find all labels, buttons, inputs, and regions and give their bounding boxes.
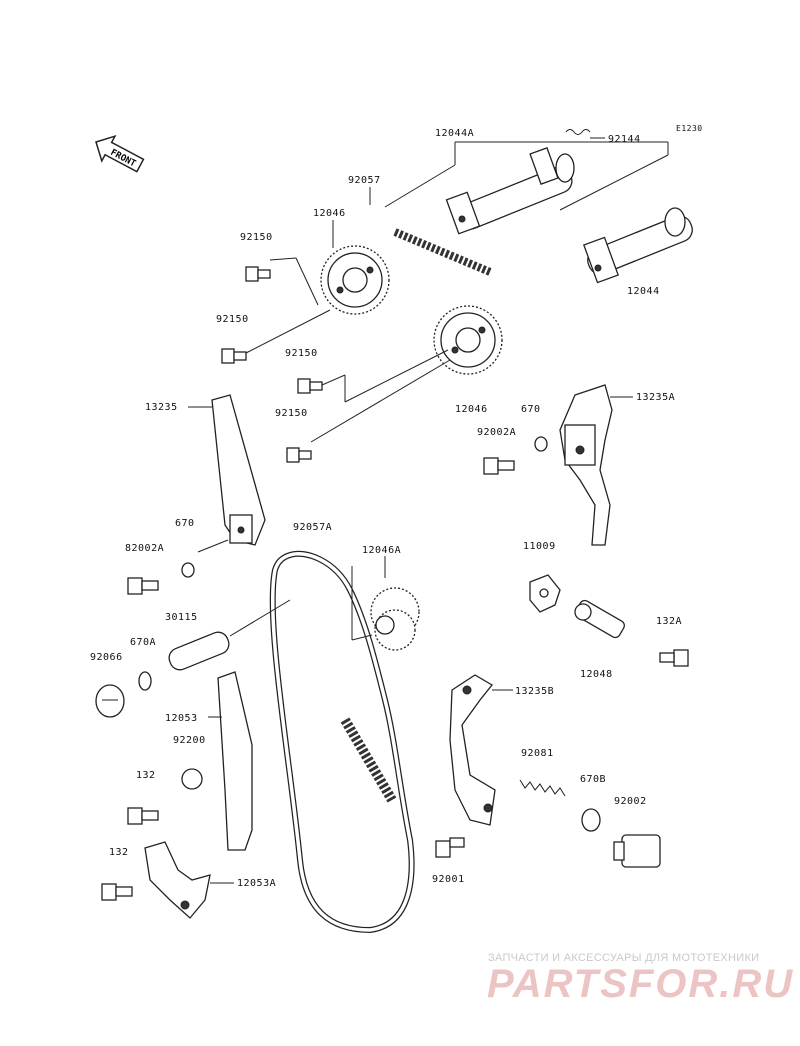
- sprocket-12046A: [370, 587, 420, 651]
- chain-guide-13235: [211, 394, 266, 546]
- cam-chain-92057A: [269, 550, 415, 934]
- bolt-92150-a: [245, 266, 271, 282]
- label-670B: 670B: [580, 774, 606, 785]
- label-12044A: 12044A: [435, 128, 474, 139]
- label-92081: 92081: [521, 748, 554, 759]
- bolt-92150-d: [286, 447, 312, 463]
- spring-92081: [519, 779, 566, 797]
- front-arrow-icon: FRONT: [95, 134, 145, 173]
- bolt-82002A: [127, 577, 159, 595]
- bolt-132-b: [101, 883, 133, 901]
- label-12048: 12048: [580, 669, 613, 680]
- label-12046-mid: 12046: [455, 404, 488, 415]
- washer-92200: [181, 768, 203, 790]
- bolt-132-a: [127, 807, 159, 825]
- tensioner-12048: [574, 599, 625, 639]
- camshaft-12044: [582, 207, 693, 284]
- label-670-right: 670: [521, 404, 541, 415]
- cam-sprocket-12046-top: [320, 245, 390, 315]
- plug-92002: [613, 834, 661, 868]
- label-92001: 92001: [432, 874, 465, 885]
- label-13235: 13235: [145, 402, 178, 413]
- label-12053: 12053: [165, 713, 198, 724]
- label-92150-c: 92150: [285, 348, 318, 359]
- chain-guide-12053A: [144, 841, 211, 919]
- o-ring-670B: [581, 808, 601, 832]
- chain-guide-13235B: [449, 674, 496, 826]
- label-92200: 92200: [173, 735, 206, 746]
- label-11009: 11009: [523, 541, 556, 552]
- leaders-92150: [245, 257, 451, 443]
- o-ring-670A: [138, 671, 152, 691]
- chain-guide-13235A: [559, 384, 613, 546]
- camshaft-12044A: [445, 147, 575, 235]
- gasket-11009: [529, 574, 561, 613]
- label-12046A: 12046A: [362, 545, 401, 556]
- label-92150-d: 92150: [275, 408, 308, 419]
- o-ring-670-right: [534, 436, 548, 452]
- shaft-30115: [168, 599, 291, 671]
- leader-12044A: [384, 137, 669, 211]
- label-13235A: 13235A: [636, 392, 675, 403]
- label-92144: 92144: [608, 134, 641, 145]
- bolt-92150-b: [221, 348, 247, 364]
- label-92057: 92057: [348, 175, 381, 186]
- label-670-left: 670: [175, 518, 195, 529]
- cam-sprocket-12046-mid: [433, 305, 503, 375]
- label-12046-top: 12046: [313, 208, 346, 219]
- label-12053A: 12053A: [237, 878, 276, 889]
- leader-12046A: [351, 556, 386, 641]
- label-82002A: 82002A: [125, 543, 164, 554]
- label-132-a: 132: [136, 770, 156, 781]
- bolt-92002A: [483, 457, 515, 475]
- bolt-92001: [435, 837, 465, 858]
- label-92002: 92002: [614, 796, 647, 807]
- label-92002A-right: 92002A: [477, 427, 516, 438]
- label-12044: 12044: [627, 286, 660, 297]
- label-92150-b: 92150: [216, 314, 249, 325]
- leader-670: [197, 539, 229, 553]
- watermark-tagline: ЗАПЧАСТИ И АКСЕССУАРЫ ДЛЯ МОТОТЕХНИКИ: [488, 952, 760, 964]
- chain-guide-12053: [217, 671, 253, 851]
- label-92057A: 92057A: [293, 522, 332, 533]
- label-92066: 92066: [90, 652, 123, 663]
- label-92150-a: 92150: [240, 232, 273, 243]
- label-13235B: 13235B: [515, 686, 554, 697]
- watermark-logo: PARTSFOR.RU: [487, 962, 795, 1006]
- label-132A: 132A: [656, 616, 682, 627]
- o-ring-670-left: [181, 562, 195, 578]
- spring-92144: [565, 129, 591, 135]
- diagram-code: E1230: [676, 124, 703, 133]
- bolt-132A: [659, 649, 689, 667]
- label-132-b: 132: [109, 847, 129, 858]
- label-670A: 670A: [130, 637, 156, 648]
- label-30115: 30115: [165, 612, 198, 623]
- cap-92066: [95, 684, 125, 718]
- bolt-92150-c: [297, 378, 323, 394]
